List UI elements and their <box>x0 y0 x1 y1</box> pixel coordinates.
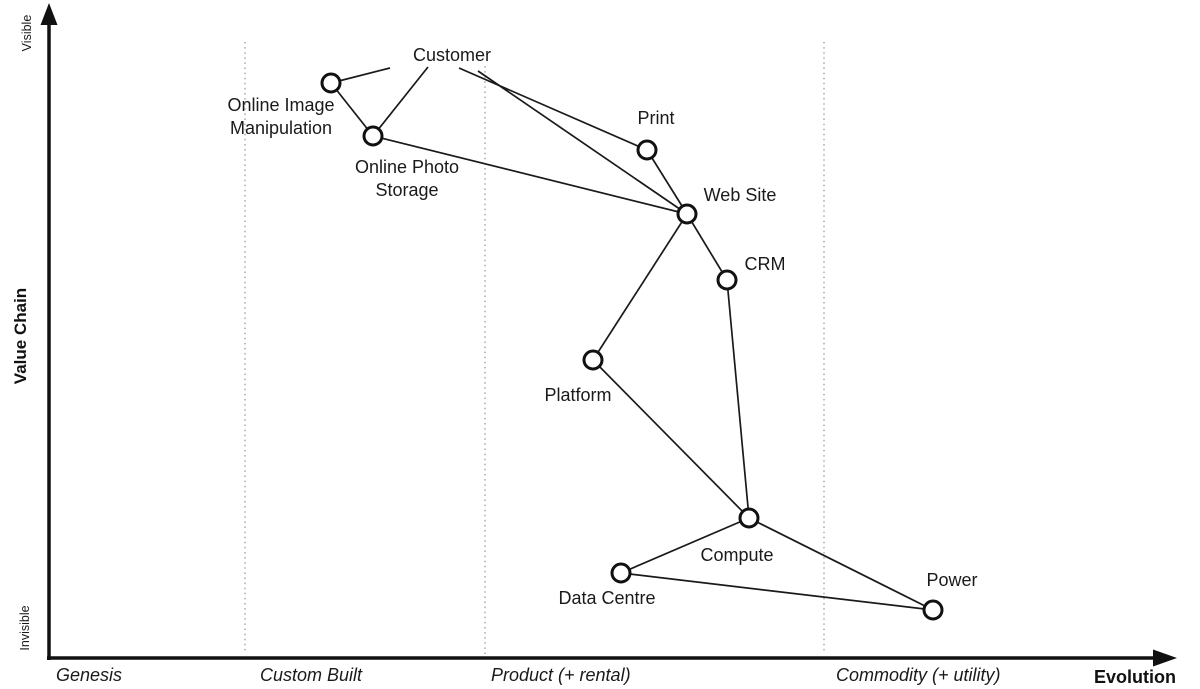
node-power <box>922 599 944 621</box>
edge-online-photo-storage--web-site <box>372 135 688 215</box>
node-label-web-site: Web Site <box>704 185 777 205</box>
edge-online-photo-storage--customer <box>372 66 429 137</box>
node-online-photo-storage <box>362 125 384 147</box>
nodes <box>320 72 944 621</box>
edge-platform--compute <box>592 359 750 519</box>
node-label-power: Power <box>926 570 977 590</box>
x-axis-stage-genesis: Genesis <box>56 665 122 685</box>
edge-data-centre--power <box>620 572 934 611</box>
y-axis-title: Value Chain <box>11 288 30 384</box>
x-axis-stage-product: Product (+ rental) <box>491 665 631 685</box>
x-axis-stage-commodity: Commodity (+ utility) <box>836 665 1001 685</box>
x-axis-stage-custom-built: Custom Built <box>260 665 363 685</box>
edge-web-site--crm <box>686 213 728 281</box>
y-axis-arrowhead-icon <box>40 3 58 25</box>
y-axis: Visible Invisible Value Chain <box>11 3 58 660</box>
edge-web-site--platform <box>592 213 688 361</box>
node-label-online-photo-storage: Online Photo <box>355 157 459 177</box>
edge-crm--compute <box>726 279 750 519</box>
edge-compute--data-centre <box>620 517 750 574</box>
node-label-online-image-manipulation: Online Image <box>227 95 334 115</box>
anchor-label-customer: Customer <box>413 45 491 65</box>
node-crm <box>716 269 738 291</box>
x-axis: Genesis Custom Built Product (+ rental) … <box>47 649 1177 687</box>
edges <box>330 66 934 611</box>
node-web-site <box>676 203 698 225</box>
node-platform <box>582 349 604 371</box>
node-data-centre <box>610 562 632 584</box>
node-label-compute: Compute <box>700 545 773 565</box>
node-compute <box>738 507 760 529</box>
node-label-print: Print <box>637 108 674 128</box>
node-label-online-image-manipulation: Manipulation <box>230 118 332 138</box>
node-online-image-manipulation <box>320 72 342 94</box>
edge-customer--print <box>458 67 648 151</box>
edge-customer--web-site <box>477 70 688 215</box>
node-label-platform: Platform <box>544 385 611 405</box>
node-print <box>636 139 658 161</box>
x-axis-arrowhead-icon <box>1153 649 1177 667</box>
y-axis-bottom-label: Invisible <box>18 605 32 650</box>
edge-print--web-site <box>646 149 688 215</box>
edge-online-image-manipulation--online-photo-storage <box>330 82 374 137</box>
y-axis-top-label: Visible <box>20 15 34 52</box>
node-label-data-centre: Data Centre <box>558 588 655 608</box>
x-axis-title: Evolution <box>1094 667 1176 687</box>
edge-compute--power <box>748 517 934 611</box>
node-label-crm: CRM <box>745 254 786 274</box>
node-label-online-photo-storage: Storage <box>375 180 438 200</box>
